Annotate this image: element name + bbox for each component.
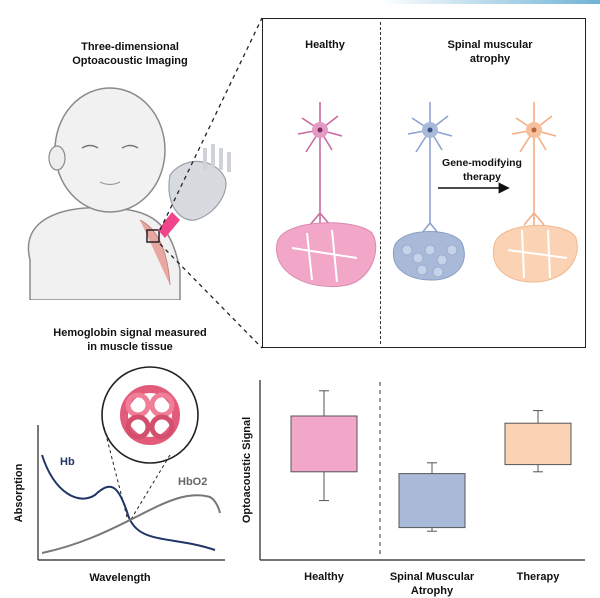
- signal-chart: Optoacoustic Signal Healthy Spinal Muscul…: [241, 380, 585, 597]
- hemo-title-line1: Hemoglobin signal measured: [53, 327, 207, 339]
- absorption-y-label: Absorption: [13, 463, 25, 522]
- panel-sma-line2: atrophy: [469, 53, 511, 65]
- neuron-illustrations: [276, 102, 578, 288]
- imaging-title: Three-dimensional Optoacoustic Imaging: [40, 40, 220, 68]
- sma-neuron: [407, 102, 453, 234]
- therapy-neuron: [511, 102, 557, 227]
- hb-curve: [41, 454, 216, 551]
- signal-category-label-1-0: Spinal Muscular: [390, 571, 475, 583]
- absorption-plot: Hb HbO2 Absorption Wavelength: [13, 366, 225, 584]
- hbo2-curve: [41, 494, 221, 554]
- signal-category-label-1-1: Atrophy: [411, 585, 454, 597]
- signal-y-label: Optoacoustic Signal: [241, 417, 253, 523]
- zoom-line-bottom: [159, 243, 263, 349]
- panel-healthy-label: Healthy: [305, 39, 345, 51]
- healthy-muscle: [276, 222, 377, 288]
- imaging-title-line2: Optoacoustic Imaging: [72, 55, 188, 67]
- hb-series-label: Hb: [60, 456, 75, 468]
- panel-sma-label: Spinal muscular atrophy: [415, 38, 565, 66]
- healthy-neuron: [297, 102, 343, 227]
- signal-category-label-0-0: Healthy: [304, 571, 345, 583]
- neuron-muscle-panel: [262, 18, 586, 348]
- hbo2-series-label: HbO2: [178, 476, 207, 488]
- optoacoustic-probe: [146, 144, 231, 243]
- top-accent-bar: [380, 0, 600, 4]
- therapy-line1: Gene-modifying: [442, 157, 522, 169]
- baby-illustration: [27, 87, 231, 300]
- hemo-title: Hemoglobin signal measured in muscle tis…: [30, 326, 230, 354]
- sma-muscle: [392, 231, 465, 281]
- hemoglobin-molecule: [101, 366, 199, 464]
- zoom-line-top: [159, 17, 263, 231]
- therapy-label: Gene-modifying therapy: [432, 156, 532, 184]
- absorption-x-label: Wavelength: [89, 572, 151, 584]
- signal-category-label-2-0: Therapy: [517, 571, 561, 583]
- signal-box-1: [398, 473, 466, 529]
- hemo-title-line2: in muscle tissue: [87, 341, 173, 353]
- signal-box-0: [290, 415, 358, 473]
- imaging-title-line1: Three-dimensional: [81, 41, 179, 53]
- panel-sma-line1: Spinal muscular: [447, 39, 533, 51]
- signal-box-2: [504, 422, 572, 466]
- therapy-line2: therapy: [463, 171, 501, 183]
- panel-divider: [380, 22, 381, 344]
